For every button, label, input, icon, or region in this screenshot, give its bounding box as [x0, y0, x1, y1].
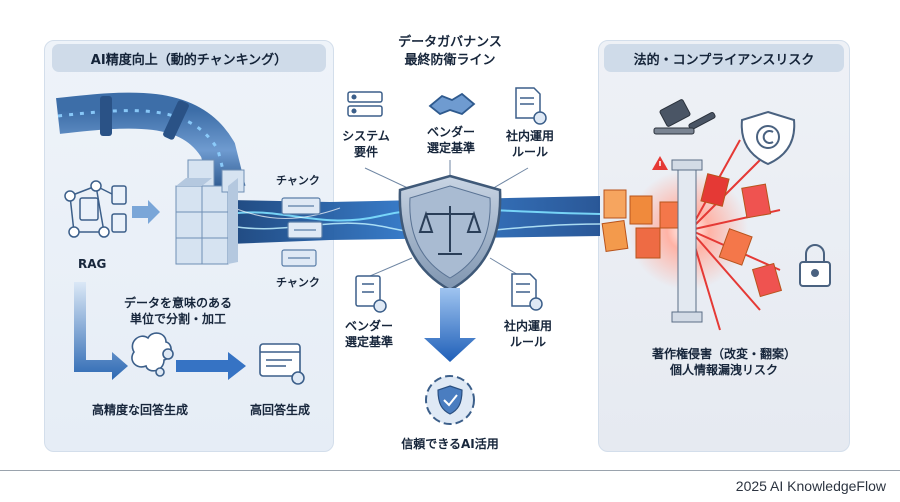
cube-stack [175, 159, 245, 265]
governance-shield [398, 174, 502, 292]
right-panel-title: 法的・コンプライアンスリスク [604, 44, 844, 72]
system-requirements-label: システム 要件 [342, 129, 390, 160]
chat-window-icon [259, 343, 305, 385]
trusted-ai-label: 信頼できるAI活用 [401, 437, 499, 451]
handshake-icon [428, 92, 476, 116]
diagram-graphics [56, 87, 831, 425]
chunk-bottom-label: チャンク [276, 276, 320, 289]
rag-label: RAG [78, 257, 107, 271]
pillar [671, 159, 703, 323]
left-panel-title: AI精度向上（動的チャンキング） [52, 44, 326, 72]
brain-gear-icon [131, 332, 174, 377]
checklist-icon [355, 275, 387, 313]
footer-credit: 2025 AI KnowledgeFlow [735, 478, 886, 494]
internal-rules-top-label: 社内運用 ルール [505, 129, 554, 160]
rag-network-icon [64, 180, 127, 238]
footer-divider [0, 470, 900, 471]
left-flow-arrow [74, 282, 128, 380]
high-answer-label: 高回答生成 [250, 403, 311, 417]
warning-icon [652, 156, 668, 170]
rag-arrow-icon [132, 200, 160, 224]
rules-document-icon [515, 87, 547, 125]
chunk-blocks [281, 197, 323, 267]
process-label: データを意味のある 単位で分割・加工 [124, 296, 233, 327]
gavel-icon [653, 99, 716, 135]
risk-label: 著作権侵害（改変・翻案） 個人情報漏洩リスク [651, 347, 796, 378]
copyright-shield-icon [740, 110, 796, 166]
center-title: データガバナンス 最終防衛ライン [398, 35, 502, 68]
vendor-criteria-top-label: ベンダー 選定基準 [426, 125, 475, 156]
padlock-icon [799, 244, 831, 287]
trusted-gear-shield-icon [425, 375, 475, 425]
scattered-documents [601, 173, 783, 298]
pipe [56, 92, 246, 195]
server-icon [347, 91, 383, 117]
vendor-criteria-bottom-label: ベンダー 選定基準 [344, 319, 393, 350]
down-arrow [424, 288, 476, 362]
middle-flow-arrow [176, 352, 246, 380]
high-precision-label: 高精度な回答生成 [92, 403, 189, 417]
internal-rules-bottom-label: 社内運用 ルール [503, 319, 552, 350]
chunk-top-label: チャンク [276, 174, 320, 187]
policy-document-icon [511, 273, 543, 311]
scales-icon [418, 206, 482, 255]
connector-lines [364, 160, 529, 277]
